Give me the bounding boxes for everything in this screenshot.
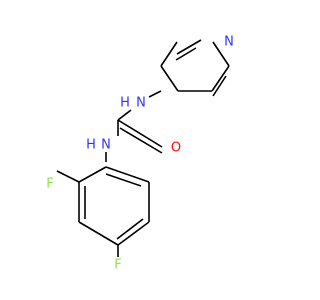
bond [176,39,202,55]
bond [148,90,162,98]
atom-label-f-para: F [114,258,121,273]
bond [105,166,150,183]
bond [78,221,119,246]
bond [175,47,197,61]
bond [105,173,142,187]
bond [160,65,179,92]
bond [160,41,178,67]
difluorophenyl-ring [56,166,150,257]
bond [117,109,132,121]
molecule-structure: N H N O H N F F [46,35,234,273]
atom-label-f-ortho: F [46,177,53,192]
atom-label-o: O [171,141,181,156]
pyridine-ring [160,39,230,97]
bond [212,75,227,97]
bond [119,127,163,154]
atom-label-n-pyridine: N [224,35,234,50]
bond [56,170,80,183]
atom-label-n-top: N [136,96,146,111]
bond [117,221,150,246]
bond [78,166,107,183]
atom-labels: N H N O H N F F [46,35,234,273]
bond [212,41,230,67]
atom-label-h-top: H [120,96,130,111]
bond [211,65,230,92]
atom-label-h-bottom: H [86,138,96,153]
bond [116,218,144,240]
urea-linkage [105,90,163,162]
atom-label-n-bottom: N [101,138,111,153]
bond [117,119,163,148]
